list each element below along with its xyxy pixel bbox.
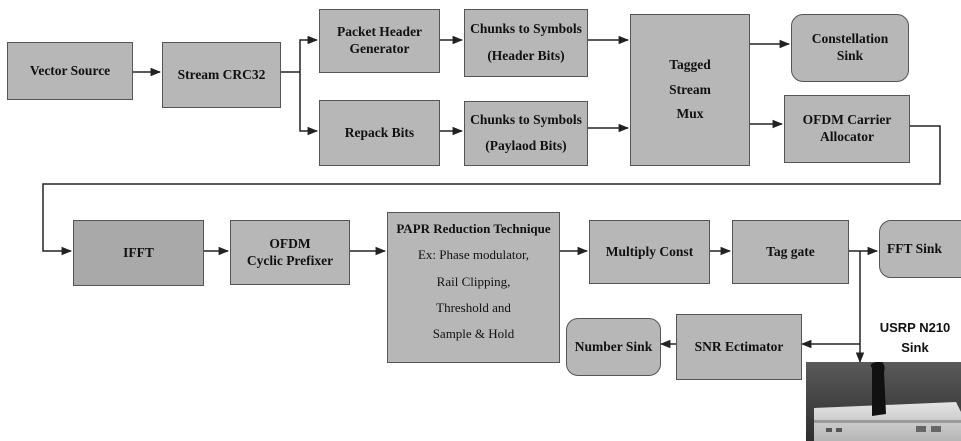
stream-crc32-block[interactable]: Stream CRC32 <box>162 42 281 108</box>
block-label: Mux <box>676 106 704 122</box>
wire-carrier-to-ifft <box>42 125 941 256</box>
chunks-to-symbols-payload-block[interactable]: Chunks to Symbols (Paylaod Bits) <box>464 101 588 166</box>
usrp-device-photo <box>806 362 961 441</box>
usrp-label-line: Sink <box>901 340 929 355</box>
papr-example: Sample & Hold <box>432 326 515 341</box>
tagged-stream-mux-block[interactable]: Tagged Stream Mux <box>630 14 750 166</box>
tag-gate-block[interactable]: Tag gate <box>732 220 849 284</box>
block-label: Cyclic Prefixer <box>246 252 334 268</box>
block-label: Tagged <box>669 56 711 72</box>
block-label: Stream CRC32 <box>177 66 266 82</box>
chunks-to-symbols-header-block[interactable]: Chunks to Symbols (Header Bits) <box>464 9 588 77</box>
wire-crc-to-header <box>299 35 319 72</box>
block-label: Chunks to Symbols <box>470 21 582 37</box>
block-label: Multiply Const <box>605 243 694 259</box>
block-label: Sink <box>836 48 864 63</box>
block-label: Repack Bits <box>344 124 415 140</box>
block-label: Chunks to Symbols <box>470 112 582 128</box>
ofdm-cyclic-prefixer-block[interactable]: OFDM Cyclic Prefixer <box>230 220 350 285</box>
block-label: Generator <box>349 41 410 56</box>
vector-source-block[interactable]: Vector Source <box>7 42 133 100</box>
usrp-label-line: USRP N210 <box>879 320 951 335</box>
fft-sink-block[interactable]: FFT Sink <box>879 220 961 278</box>
papr-example: Ex: Phase modulator, <box>417 247 530 263</box>
wire-crc-to-repack <box>299 72 319 136</box>
papr-title: PAPR Reduction Technique <box>396 221 551 236</box>
papr-example: Rail Clipping, <box>436 273 511 289</box>
block-label: Stream <box>669 81 711 97</box>
block-label: Constellation <box>811 31 889 47</box>
papr-example: Threshold and <box>436 299 511 315</box>
block-label: OFDM Carrier <box>802 112 892 128</box>
block-label: (Paylaod Bits) <box>485 137 567 153</box>
block-label: Tag gate <box>766 243 815 259</box>
repack-bits-block[interactable]: Repack Bits <box>319 100 440 166</box>
block-label: Packet Header <box>336 24 423 40</box>
ofdm-carrier-allocator-block[interactable]: OFDM Carrier Allocator <box>784 95 910 163</box>
packet-header-generator-block[interactable]: Packet Header Generator <box>319 9 440 73</box>
constellation-sink-block[interactable]: Constellation Sink <box>791 14 909 82</box>
number-sink-block[interactable]: Number Sink <box>566 318 661 376</box>
block-label: Number Sink <box>574 338 653 354</box>
snr-estimator-block[interactable]: SNR Ectimator <box>676 314 802 380</box>
ifft-block[interactable]: IFFT <box>73 220 204 286</box>
multiply-const-block[interactable]: Multiply Const <box>589 220 710 284</box>
block-label: Allocator <box>820 129 874 144</box>
usrp-label: USRP N210 Sink <box>872 318 958 358</box>
block-label: SNR Ectimator <box>694 338 784 354</box>
block-label: Vector Source <box>29 62 111 78</box>
block-label: FFT Sink <box>887 240 942 256</box>
papr-reduction-block[interactable]: PAPR Reduction Technique Ex: Phase modul… <box>387 212 560 363</box>
block-label: IFFT <box>123 244 154 260</box>
block-label: OFDM <box>269 235 311 251</box>
block-label: (Header Bits) <box>487 48 565 64</box>
